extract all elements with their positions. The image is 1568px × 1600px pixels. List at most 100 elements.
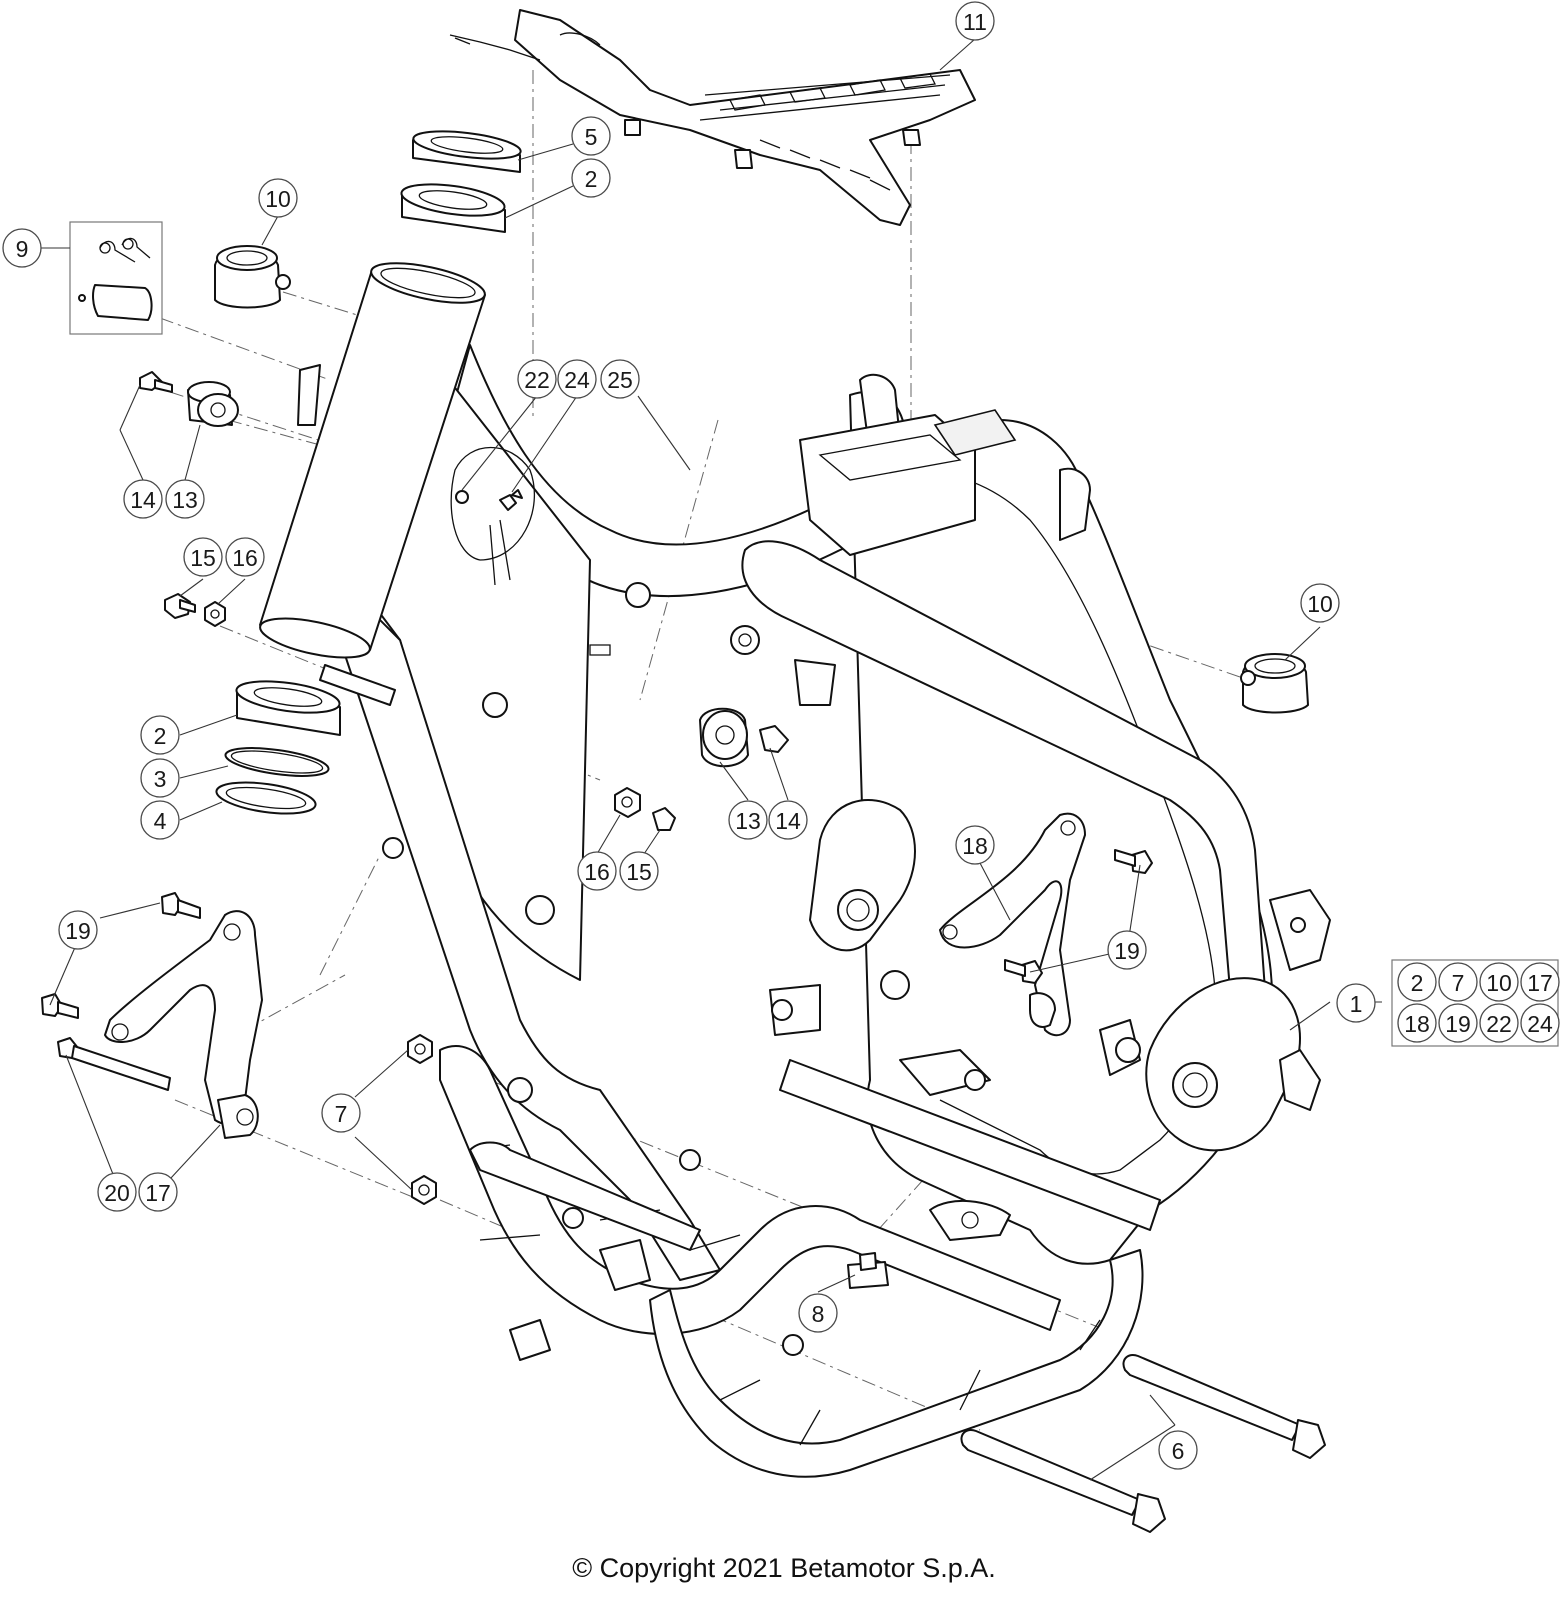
callout-label: 8 bbox=[812, 1301, 825, 1327]
callout-label: 16 bbox=[232, 545, 258, 571]
callout-label: 19 bbox=[1114, 938, 1140, 964]
callout-2: 2 bbox=[140, 715, 180, 755]
kit-item-label: 24 bbox=[1527, 1011, 1553, 1037]
callout-14: 14 bbox=[768, 800, 808, 840]
callout-22: 22 bbox=[517, 359, 557, 399]
callout-8: 8 bbox=[798, 1293, 838, 1333]
steering-bearings bbox=[215, 130, 522, 815]
callout-19: 19 bbox=[1107, 930, 1147, 970]
callout-9: 9 bbox=[2, 228, 42, 268]
kit-item-22: 22 bbox=[1479, 1003, 1519, 1043]
callout-label: 14 bbox=[130, 487, 156, 513]
copyright-notice: © Copyright 2021 Betamotor S.p.A. bbox=[572, 1553, 996, 1583]
callout-label: 20 bbox=[104, 1180, 130, 1206]
callout-label: 10 bbox=[265, 186, 291, 212]
skid-plate bbox=[449, 9, 976, 226]
callout-19: 19 bbox=[58, 910, 98, 950]
kit-item-label: 17 bbox=[1527, 970, 1553, 996]
callout-25: 25 bbox=[600, 359, 640, 399]
frame-lower-cradle-right bbox=[649, 1249, 1144, 1478]
callout-label: 14 bbox=[775, 808, 801, 834]
callout-10: 10 bbox=[1300, 583, 1340, 623]
callout-10: 10 bbox=[258, 178, 298, 218]
engine-mount-bracket-left bbox=[41, 892, 263, 1139]
frame-lower-cradle-left bbox=[439, 1045, 1061, 1335]
callout-label: 18 bbox=[962, 833, 988, 859]
callout-label: 3 bbox=[154, 766, 167, 792]
callout-label: 13 bbox=[172, 487, 198, 513]
kit-item-18: 18 bbox=[1397, 1003, 1437, 1043]
callout-24: 24 bbox=[557, 359, 597, 399]
callout-11: 11 bbox=[955, 1, 995, 41]
kit-item-24: 24 bbox=[1520, 1003, 1560, 1043]
engine-mount-bracket-right bbox=[939, 812, 1153, 1037]
callout-20: 20 bbox=[97, 1172, 137, 1212]
nut-bolt-upper bbox=[164, 593, 226, 627]
callout-7: 7 bbox=[321, 1093, 361, 1133]
callout-label: 13 bbox=[735, 808, 761, 834]
kit-item-label: 2 bbox=[1411, 970, 1424, 996]
callout-label: 15 bbox=[190, 545, 216, 571]
frame-pivot-plate-left bbox=[809, 799, 916, 952]
callout-label: 19 bbox=[65, 918, 91, 944]
callout-17: 17 bbox=[138, 1172, 178, 1212]
callout-label: 25 bbox=[607, 367, 633, 393]
kit-contents-list: 2 7 10 17 18 19 22 24 bbox=[1397, 962, 1560, 1043]
callout-label: 1 bbox=[1350, 991, 1363, 1017]
callout-4: 4 bbox=[140, 800, 180, 840]
cable-clamp-left bbox=[214, 245, 291, 309]
frame-lower-crossmember bbox=[779, 1059, 1161, 1231]
callout-label: 4 bbox=[154, 808, 167, 834]
callout-15: 15 bbox=[183, 537, 223, 577]
nuts-7 bbox=[407, 1034, 437, 1205]
callout-16: 16 bbox=[577, 851, 617, 891]
callout-13: 13 bbox=[728, 800, 768, 840]
bushing-upper bbox=[139, 371, 239, 427]
callout-1: 1 bbox=[1336, 983, 1376, 1023]
kit-item-19: 19 bbox=[1438, 1003, 1478, 1043]
callout-3: 3 bbox=[140, 758, 180, 798]
small-hardware bbox=[455, 489, 611, 656]
callout-5: 5 bbox=[571, 116, 611, 156]
callout-6: 6 bbox=[1158, 1430, 1198, 1470]
kit-item-7: 7 bbox=[1438, 962, 1478, 1002]
callout-label: 22 bbox=[524, 367, 550, 393]
callout-16: 16 bbox=[225, 537, 265, 577]
kit-item-label: 7 bbox=[1452, 970, 1465, 996]
callout-label: 9 bbox=[16, 236, 29, 262]
frame-engine-crossbar bbox=[469, 1141, 701, 1251]
kit-item-2: 2 bbox=[1397, 962, 1437, 1002]
callout-label: 2 bbox=[154, 723, 167, 749]
bushing-middle bbox=[699, 707, 789, 768]
kit-item-label: 18 bbox=[1404, 1011, 1430, 1037]
callout-label: 11 bbox=[963, 9, 987, 35]
clip-8 bbox=[847, 1252, 889, 1289]
callout-2: 2 bbox=[571, 158, 611, 198]
cable-clamp-right bbox=[1240, 653, 1309, 714]
callout-label: 7 bbox=[335, 1101, 348, 1127]
callout-label: 2 bbox=[585, 166, 598, 192]
main-frame bbox=[339, 344, 1331, 1478]
callout-14: 14 bbox=[123, 479, 163, 519]
kit-item-label: 22 bbox=[1486, 1011, 1512, 1037]
steering-head-tube bbox=[259, 262, 486, 706]
callout-label: 16 bbox=[584, 859, 610, 885]
kit-item-17: 17 bbox=[1520, 962, 1560, 1002]
callout-label: 10 bbox=[1307, 591, 1333, 617]
callout-15: 15 bbox=[619, 851, 659, 891]
kit-item-label: 10 bbox=[1486, 970, 1512, 996]
callout-label: 24 bbox=[564, 367, 590, 393]
long-bolts-6 bbox=[960, 1354, 1326, 1533]
callout-label: 6 bbox=[1172, 1438, 1185, 1464]
callout-label: 5 bbox=[585, 124, 598, 150]
ignition-lock-kit bbox=[69, 221, 163, 335]
frame-upper-crossbox bbox=[799, 414, 976, 556]
callout-label: 15 bbox=[626, 859, 652, 885]
callout-label: 17 bbox=[145, 1180, 171, 1206]
callout-18: 18 bbox=[955, 825, 995, 865]
kit-item-10: 10 bbox=[1479, 962, 1519, 1002]
callout-13: 13 bbox=[165, 479, 205, 519]
nut-bolt-middle bbox=[614, 787, 676, 831]
